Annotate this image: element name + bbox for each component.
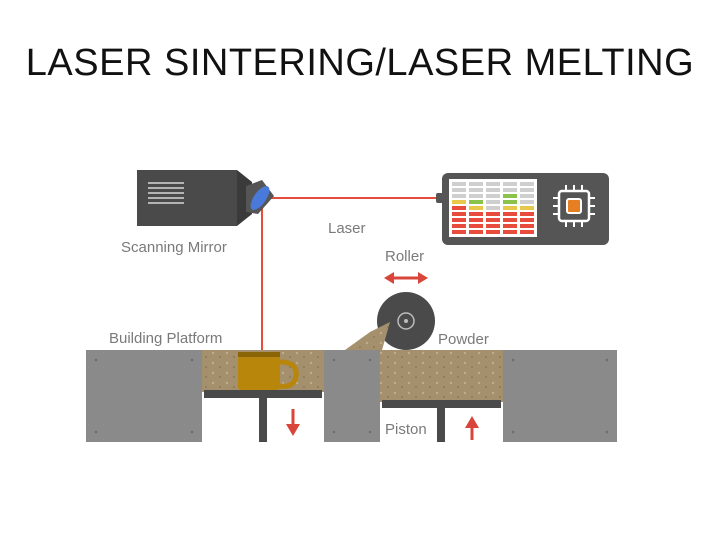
- display-bar-segment: [503, 200, 517, 204]
- display-bar-segment: [520, 224, 534, 228]
- display-bar-segment: [469, 200, 483, 204]
- scanning-mirror-unit: [137, 170, 274, 226]
- display-bar-segment: [486, 218, 500, 222]
- display-bar-segment: [503, 224, 517, 228]
- roller-label: Roller: [385, 248, 424, 265]
- powder-label: Powder: [438, 331, 489, 348]
- display-bar-segment: [452, 212, 466, 216]
- display-bar-segment: [452, 188, 466, 192]
- powder-heap: [345, 322, 390, 350]
- display-bar-segment: [520, 182, 534, 186]
- build-chamber: [86, 350, 617, 442]
- display-bar-segment: [503, 218, 517, 222]
- display-bar-segment: [520, 206, 534, 210]
- display-bar-segment: [469, 224, 483, 228]
- controller-unit: [436, 173, 609, 245]
- display-bar-segment: [452, 194, 466, 198]
- display-bar-segment: [452, 218, 466, 222]
- display-bar-segment: [452, 224, 466, 228]
- building-platform-plate: [204, 390, 322, 398]
- display-bar-segment: [469, 188, 483, 192]
- piston-label: Piston: [385, 421, 427, 438]
- display-bar-segment: [469, 212, 483, 216]
- printed-mug: [238, 352, 299, 390]
- display-bar-segment: [486, 194, 500, 198]
- display-bar-segment: [520, 188, 534, 192]
- down-arrow-icon: [286, 409, 300, 436]
- display-bar-segment: [452, 182, 466, 186]
- display-grid-icon: [449, 179, 537, 237]
- display-bar-segment: [503, 182, 517, 186]
- building-platform-label: Building Platform: [109, 330, 222, 347]
- piston-plate: [382, 400, 501, 408]
- display-bar-segment: [452, 230, 466, 234]
- display-bar-segment: [486, 182, 500, 186]
- display-bar-segment: [469, 182, 483, 186]
- display-bar-segment: [469, 230, 483, 234]
- display-bar-segment: [469, 194, 483, 198]
- display-bar-segment: [520, 218, 534, 222]
- display-bar-segment: [486, 230, 500, 234]
- display-bar-segment: [503, 188, 517, 192]
- display-bar-segment: [520, 194, 534, 198]
- display-bar-segment: [486, 206, 500, 210]
- laser-label: Laser: [328, 220, 366, 237]
- display-bar-segment: [520, 230, 534, 234]
- mirror-lens-icon: [250, 186, 270, 210]
- display-bar-segment: [520, 200, 534, 204]
- display-bar-segment: [503, 212, 517, 216]
- display-bar-segment: [486, 188, 500, 192]
- display-bar-segment: [503, 194, 517, 198]
- display-bar-segment: [503, 206, 517, 210]
- display-bar-segment: [452, 206, 466, 210]
- scanning-mirror-label: Scanning Mirror: [121, 239, 227, 256]
- display-bar-segment: [469, 218, 483, 222]
- display-bar-segment: [520, 212, 534, 216]
- up-arrow-icon: [465, 416, 479, 440]
- roller: [377, 292, 435, 350]
- double-arrow-icon: [384, 272, 428, 284]
- display-bar-segment: [452, 200, 466, 204]
- display-bar-segment: [486, 224, 500, 228]
- display-bar-segment: [469, 206, 483, 210]
- page-title: LASER SINTERING/LASER MELTING: [25, 42, 695, 84]
- display-bar-segment: [486, 200, 500, 204]
- chip-icon: [553, 185, 595, 227]
- display-bar-segment: [486, 212, 500, 216]
- display-bar-segment: [503, 230, 517, 234]
